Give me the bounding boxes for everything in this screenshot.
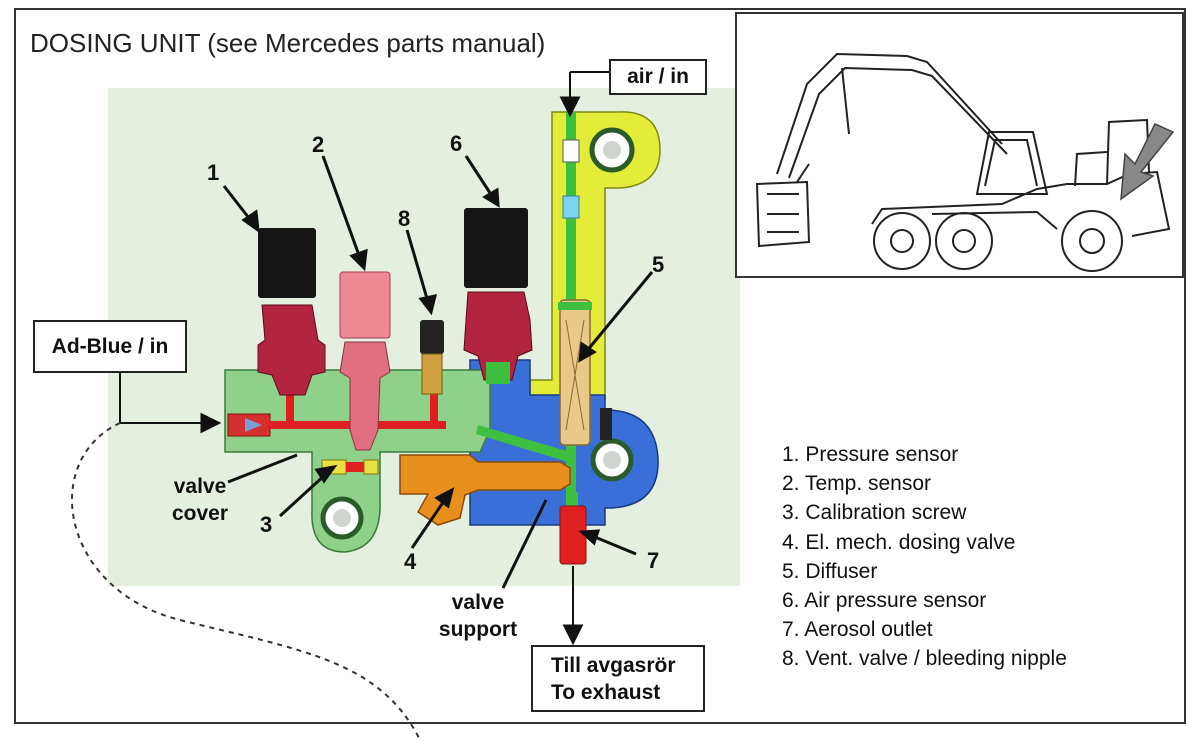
legend-item: 6. Air pressure sensor [782,589,987,613]
valve-support-label: valve support [428,589,528,643]
adblue-hose-dashed [71,422,421,741]
valve-support-label-line1: valve [451,591,505,614]
inset-pointer-arrow [1120,123,1175,201]
adblue-in-box: Ad-Blue / in [33,320,187,373]
legend-item: 8. Vent. valve / bleeding nipple [782,647,1067,671]
outer-frame [14,8,1186,724]
adblue-in-label: Ad-Blue / in [51,335,169,358]
callout-3: 3 [260,512,273,537]
legend-item: 5. Diffuser [782,559,878,583]
dosing-valve [399,454,571,526]
parts-legend: 1. Pressure sensor 2. Temp. sensor 3. Ca… [782,440,1067,674]
air-pressure-sensor-body [463,291,533,381]
harvester-machine-illustration [755,52,1175,272]
air-in-box: air / in [609,59,707,95]
legend-item: 7. Aerosol outlet [782,618,933,642]
air-pressure-sensor-cap [464,208,528,288]
legend-item: 3. Calibration screw [782,501,967,525]
legend-item: 2. Temp. sensor [782,472,932,496]
callout-2: 2 [312,132,325,157]
exhaust-label-swedish: Till avgasrör [551,654,676,677]
valve-cover-label-line1: valve [173,475,227,498]
vent-valve-body [421,353,443,395]
harvester-inset [735,12,1184,278]
callout-4: 4 [404,549,417,574]
callout-7: 7 [647,548,660,573]
pressure-sensor-cap [258,228,316,298]
callout-5: 5 [652,252,665,277]
air-in-label: air / in [627,65,689,88]
callout-6: 6 [450,131,463,156]
temp-sensor-body [339,341,391,451]
valve-cover-label-line2: cover [171,502,229,525]
valve-support-label-line2: support [438,618,518,641]
pressure-sensor-body [257,304,326,396]
temp-sensor-cap [339,271,391,339]
vent-valve-top [420,320,444,354]
callout-8: 8 [398,206,411,231]
air-channel [566,112,576,392]
support-screw [600,408,612,440]
exhaust-label-english: To exhaust [551,681,661,704]
callout-1: 1 [207,160,220,185]
valve-cover-label: valve cover [162,473,238,527]
exhaust-box: Till avgasrör To exhaust [531,645,705,712]
legend-item: 1. Pressure sensor [782,443,959,466]
aerosol-outlet [559,505,587,565]
legend-item: 4. El. mech. dosing valve [782,530,1016,554]
diagram-title: DOSING UNIT (see Mercedes parts manual) [30,28,546,58]
